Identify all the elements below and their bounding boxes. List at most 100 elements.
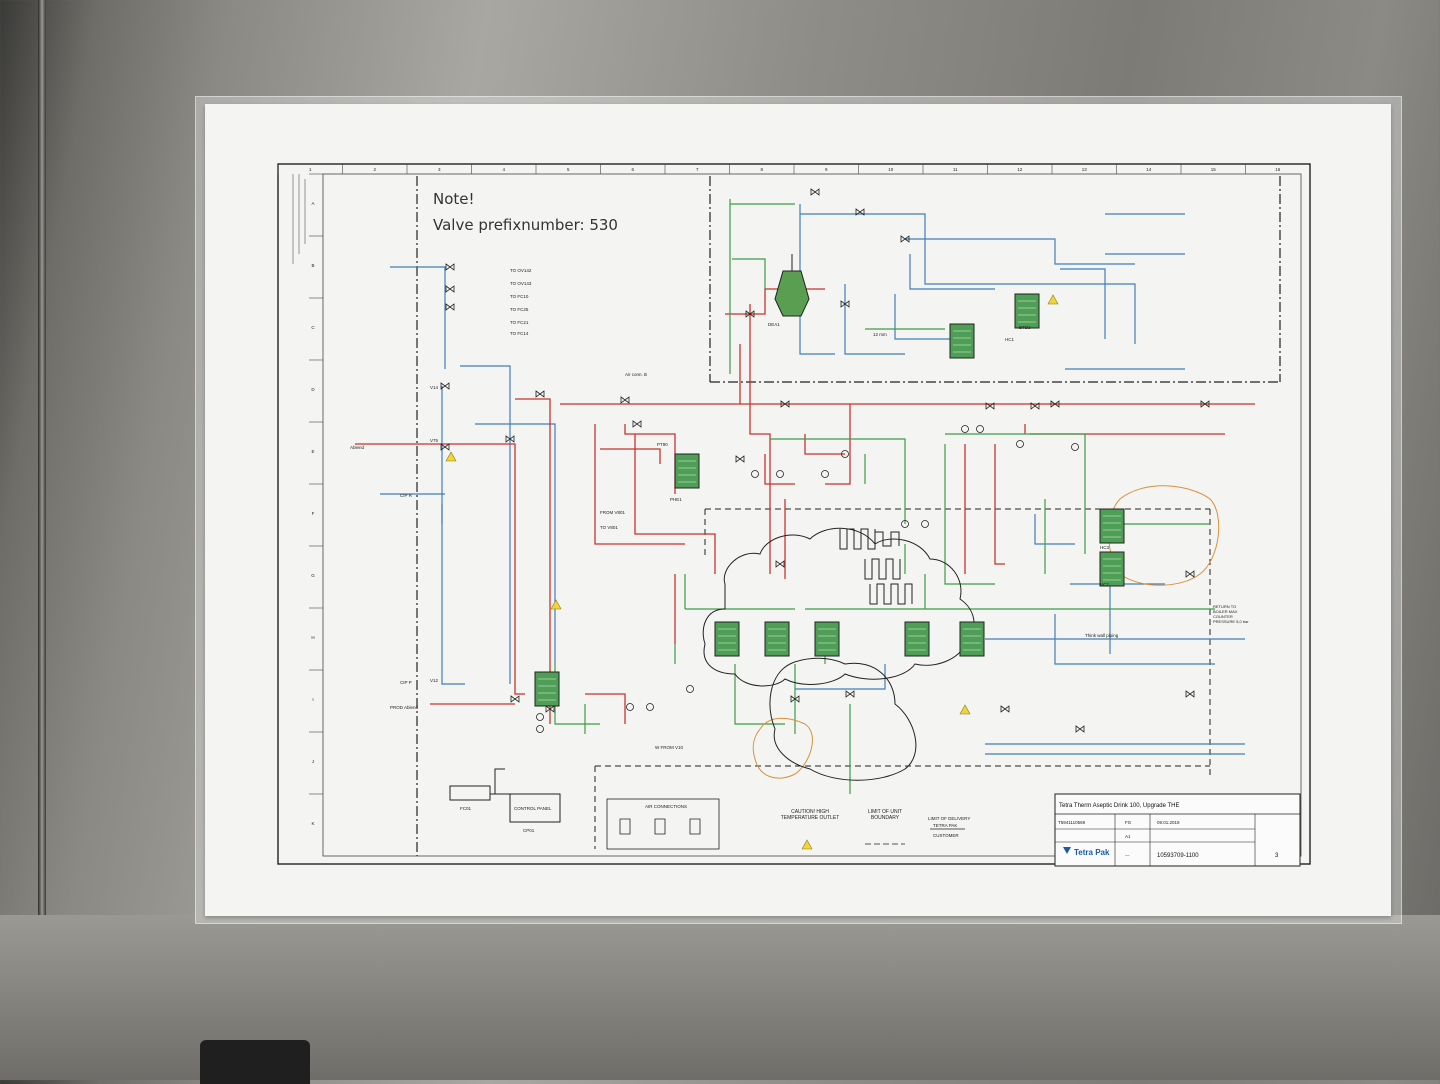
heat-exchanger bbox=[814, 621, 840, 657]
grid-column-label: 13 bbox=[1082, 167, 1088, 172]
label-to-fc14: TO FC14 bbox=[510, 331, 529, 336]
label-hc2: HC2 bbox=[1100, 582, 1109, 587]
instrument-icon bbox=[626, 703, 634, 711]
instrument-icon bbox=[901, 520, 909, 528]
valve-icon bbox=[745, 310, 755, 318]
instrument-icon bbox=[751, 470, 759, 478]
warning-icon bbox=[959, 704, 971, 715]
grid-row-label: J bbox=[312, 759, 314, 764]
grid-column-label: 6 bbox=[631, 167, 634, 172]
label-to-fc21: TO FC21 bbox=[510, 320, 529, 325]
heater-coils bbox=[839, 528, 913, 605]
instrument-icon bbox=[776, 470, 784, 478]
instrument-icon bbox=[686, 685, 694, 693]
note-title: Note! bbox=[433, 190, 475, 208]
title-block-document-number: 10593709-1100 bbox=[1157, 853, 1199, 859]
valve-icon bbox=[445, 303, 455, 311]
title-block-sheet: 3 bbox=[1275, 853, 1279, 859]
valve-icon bbox=[780, 400, 790, 408]
heat-exchanger bbox=[1099, 508, 1125, 544]
valve-icon bbox=[440, 443, 450, 451]
heat-exchanger bbox=[904, 621, 930, 657]
heat-exchanger bbox=[534, 671, 560, 707]
warning-icon bbox=[1047, 294, 1059, 305]
tetra-pak-small-text: TETRA PAK bbox=[933, 823, 957, 828]
grid-column-label: 3 bbox=[438, 167, 441, 172]
warning-symbols bbox=[445, 294, 1059, 715]
label-phe1: PHE1 bbox=[670, 497, 682, 502]
limit-legend: LIMIT OF UNIT BOUNDARY LIMIT OF DELIVERY… bbox=[865, 809, 970, 845]
valve-symbols bbox=[440, 188, 1210, 733]
instrument-icon bbox=[646, 703, 654, 711]
valve-icon bbox=[1185, 570, 1195, 578]
instrument-icon bbox=[1016, 440, 1024, 448]
unit-boundary-lines bbox=[416, 176, 1281, 856]
label-hc1: HC1 bbox=[1005, 337, 1014, 342]
customer-text: CUSTOMER bbox=[933, 833, 959, 838]
label-to-ov143: TO OV143 bbox=[510, 281, 532, 286]
heat-exchanger bbox=[959, 621, 985, 657]
valve-icon bbox=[855, 208, 865, 216]
label-ablend: Ablend bbox=[350, 445, 365, 450]
label-to-v801: TO V801 bbox=[600, 525, 618, 530]
fc01-label: FC01 bbox=[460, 806, 472, 811]
grid-row-label: D bbox=[311, 387, 315, 392]
limit-unit-text: LIMIT OF UNIT BOUNDARY bbox=[867, 809, 903, 821]
grid-column-label: 4 bbox=[502, 167, 505, 172]
valve-icon bbox=[1050, 400, 1060, 408]
valve-icon bbox=[440, 382, 450, 390]
caution-text: CAUTION! HIGH TEMPERATURE OUTLET bbox=[780, 809, 840, 821]
grid-column-label: 9 bbox=[825, 167, 828, 172]
drawing-frame bbox=[277, 163, 1311, 865]
valve-icon bbox=[1185, 690, 1195, 698]
title-block-title: Tetra Therm Aseptic Drink 100, Upgrade T… bbox=[1059, 803, 1180, 809]
label-pt90: PT90 bbox=[657, 442, 668, 447]
grid-column-label: 12 bbox=[1017, 167, 1023, 172]
dea-label: DEA1 bbox=[768, 322, 780, 327]
grid-row-label: A bbox=[311, 201, 314, 206]
revision-strip bbox=[292, 174, 306, 264]
cp01-label: CP01 bbox=[523, 828, 535, 833]
label-return-boiler: RETURN TO BOILER MAX COUNTER PRESSURE 5,… bbox=[1213, 604, 1249, 624]
grid-column-label: 16 bbox=[1275, 167, 1281, 172]
grid-row-label: G bbox=[311, 573, 315, 578]
caution-warning-icon bbox=[801, 839, 813, 850]
instrument-icon bbox=[841, 450, 849, 458]
grid-row-label: H bbox=[311, 635, 314, 640]
tetra-pak-logo: Tetra Pak bbox=[1063, 847, 1110, 857]
control-panel: CONTROL PANEL CP01 FC01 bbox=[449, 768, 561, 833]
label-to-ov142: TO OV142 bbox=[510, 268, 532, 273]
valve-icon bbox=[620, 396, 630, 404]
instrument-icon bbox=[1071, 443, 1079, 451]
valve-icon bbox=[1000, 705, 1010, 713]
valve-icon bbox=[1200, 400, 1210, 408]
valve-icon bbox=[1075, 725, 1085, 733]
label-prod-ablend: PROD Ablend bbox=[390, 705, 419, 710]
door-handle bbox=[200, 1040, 310, 1084]
air-connections-label: AIR CONNECTIONS bbox=[645, 804, 687, 809]
grid-column-label: 15 bbox=[1211, 167, 1217, 172]
caution-note: CAUTION! HIGH TEMPERATURE OUTLET bbox=[780, 809, 840, 850]
valve-icon bbox=[632, 420, 642, 428]
valve-icon bbox=[1030, 402, 1040, 410]
title-block: Tetra Therm Aseptic Drink 100, Upgrade T… bbox=[1054, 793, 1301, 867]
valve-icon bbox=[735, 455, 745, 463]
instrument-icon bbox=[821, 470, 829, 478]
instrument-icon bbox=[536, 713, 544, 721]
title-block-rev: --- bbox=[1125, 853, 1130, 858]
control-panel-label: CONTROL PANEL bbox=[514, 806, 552, 811]
deaerator-tank: DEA1 bbox=[768, 254, 810, 327]
instrument-icon bbox=[536, 725, 544, 733]
heat-exchanger bbox=[714, 621, 740, 657]
grid-column-label: 8 bbox=[760, 167, 763, 172]
grid-column-label: 5 bbox=[567, 167, 570, 172]
title-block-size: A1 bbox=[1125, 834, 1131, 839]
instrument-icon bbox=[976, 425, 984, 433]
valve-icon bbox=[845, 690, 855, 698]
valve-icon bbox=[810, 188, 820, 196]
valve-icon bbox=[775, 560, 785, 568]
grid-column-label: 1 bbox=[309, 167, 312, 172]
